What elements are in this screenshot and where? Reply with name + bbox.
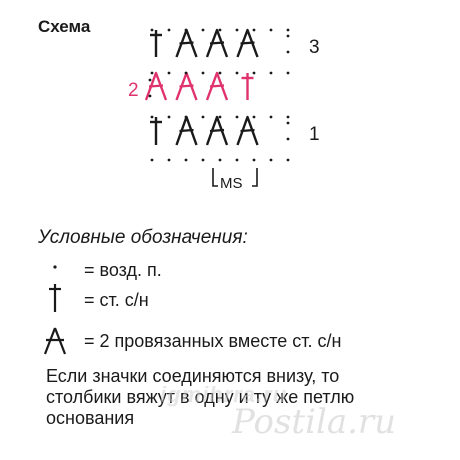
chain-dot: [286, 71, 290, 75]
legend-text-dc2tog: = 2 провязанных вместе ст. с/н: [84, 331, 342, 351]
dc2tog-mark: [144, 71, 168, 101]
dc2tog-bar: [179, 41, 194, 45]
legend-title: Условные обозначения:: [38, 227, 248, 248]
chain-dot: [269, 158, 273, 162]
dc2tog-bar: [209, 41, 225, 45]
turning-chain-dot: [148, 94, 152, 98]
turning-chain-dot: [286, 137, 290, 141]
note-text: Если значки соединяются внизу, то столби…: [46, 366, 446, 429]
chain-dot: [201, 158, 205, 162]
chain-dot: [167, 28, 171, 32]
chain-dot: [269, 71, 273, 75]
chain-dot: [235, 115, 239, 119]
chain-dot: [252, 115, 256, 119]
chain-dot: [286, 158, 290, 162]
postila-logo: Postila.ru: [232, 402, 397, 442]
row-label-3: 3: [309, 37, 320, 58]
turning-chain-dot: [286, 34, 290, 38]
chain-dot: [201, 71, 205, 75]
chain-dot: [167, 71, 171, 75]
dc2tog-mark: [205, 115, 229, 146]
repeat-bracket: [212, 168, 258, 187]
dc2tog-mark: [236, 28, 259, 58]
turning-chain-dot: [286, 50, 290, 54]
turning-chain-dot: [148, 78, 152, 82]
dc2tog-mark: [205, 28, 229, 58]
double-crochet-icon: [49, 284, 61, 312]
dc2tog-bar: [209, 84, 225, 88]
note-line-2: столбики вяжут в одну и ту же петлю: [46, 387, 355, 407]
dc2tog-mark: [205, 71, 229, 101]
dc2tog-bar: [209, 128, 225, 133]
chain-dot: [286, 28, 290, 32]
chain-dot: [235, 28, 239, 32]
chain-dot: [184, 28, 188, 32]
turning-chain-dot: [286, 121, 290, 125]
chain-dot: [235, 158, 239, 162]
diagram-title: Схема: [38, 17, 91, 36]
chain-dot: [150, 158, 154, 162]
note-line-1: Если значки соединяются внизу, то: [46, 366, 340, 386]
chain-dot: [150, 28, 154, 32]
dc2tog-mark: [236, 115, 259, 146]
chain-dot: [150, 115, 154, 119]
chain-dot: [252, 158, 256, 162]
row-label-2: 2: [128, 80, 139, 101]
chain-dot: [167, 115, 171, 119]
chain-dot: [201, 115, 205, 119]
chain-dot: [252, 71, 256, 75]
chain-dot-icon: [53, 265, 57, 269]
legend-symbols: [43, 265, 67, 355]
chain-dot: [184, 115, 188, 119]
chain-dot: [252, 28, 256, 32]
chain-dot: [218, 28, 222, 32]
chain-dot: [269, 28, 273, 32]
row-label-1: 1: [309, 124, 320, 145]
chain-dot: [184, 158, 188, 162]
chain-dot: [218, 71, 222, 75]
chain-dot: [269, 115, 273, 119]
chain-dot: [150, 71, 154, 75]
dc2tog-bar: [240, 41, 255, 45]
legend-text-dc: = ст. с/н: [84, 290, 149, 310]
dc2tog-bar: [240, 128, 255, 133]
dc2tog-icon: [43, 327, 67, 355]
chain-dot: [184, 71, 188, 75]
chain-dot: [286, 115, 290, 119]
site-watermark: igmihrra.ru: [160, 382, 288, 407]
dc2tog-bar: [148, 84, 164, 88]
chain-dot: [235, 71, 239, 75]
repeat-label: MS: [220, 175, 243, 192]
legend-text-chain: = возд. п.: [84, 260, 162, 280]
chain-dot: [218, 158, 222, 162]
note-line-3: основания: [46, 408, 135, 428]
chain-dot: [201, 28, 205, 32]
dc2tog-bar: [179, 84, 194, 88]
chart-marks: [144, 28, 290, 162]
chain-dot: [167, 158, 171, 162]
stitch-chart: 3 2 1 MS: [128, 28, 320, 192]
dc2tog-bar: [179, 128, 194, 133]
chain-dot: [218, 115, 222, 119]
